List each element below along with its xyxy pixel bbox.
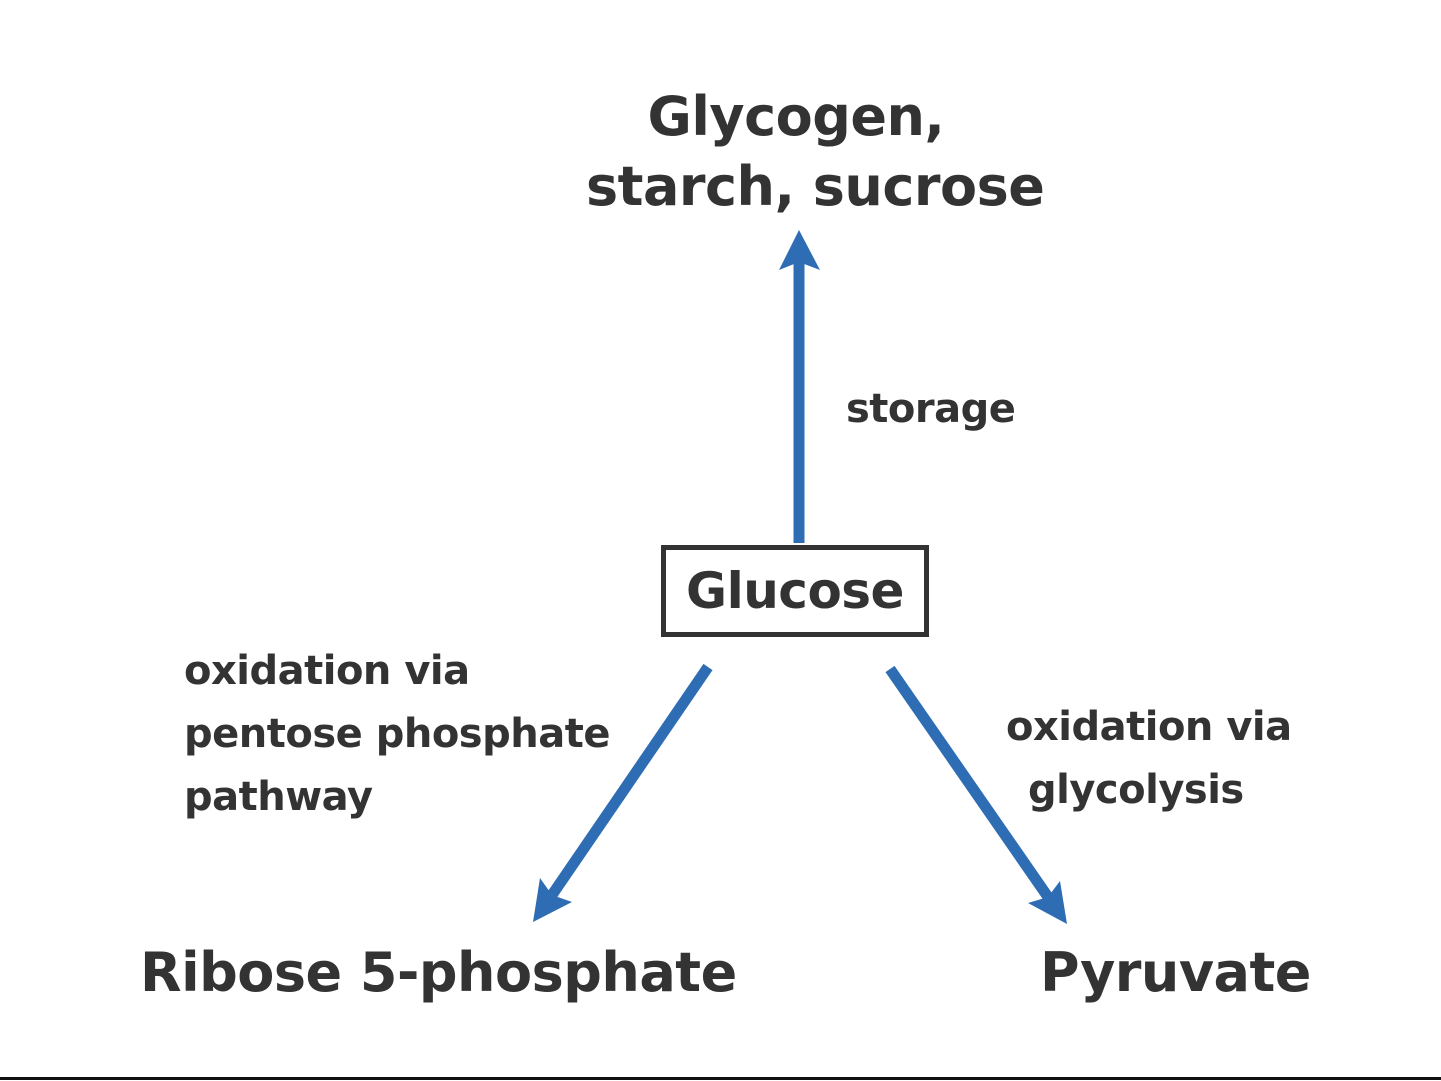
arrow-pentose-phosphate (533, 663, 713, 922)
product-ribose-5-phosphate: Ribose 5-phosphate (140, 941, 737, 1004)
edge-label-pentose-phosphate: oxidation via pentose phosphate pathway (184, 640, 610, 829)
arrow-glycolysis-head (1028, 881, 1067, 924)
edge-label-right-line-2: glycolysis (1028, 767, 1244, 813)
arrow-glycolysis-shaft (885, 665, 1053, 901)
bottom-border-line (0, 1077, 1441, 1080)
product-pyruvate: Pyruvate (1040, 941, 1311, 1004)
edge-label-storage-line-1: storage (846, 386, 1016, 432)
product-top-line-1: Glycogen, (647, 85, 945, 148)
edge-label-storage: storage (846, 384, 1016, 434)
edge-label-right-line-1: oxidation via (1006, 704, 1292, 750)
edge-label-left-line-3: pathway (184, 774, 373, 820)
arrow-storage-head (779, 230, 820, 270)
product-glycogen-starch-sucrose: Glycogen, starch, sucrose (586, 82, 1045, 222)
edge-label-glycolysis: oxidation via glycolysis (1006, 696, 1292, 822)
edge-label-left-line-2: pentose phosphate (184, 711, 610, 757)
arrow-pentose-phosphate-head (533, 878, 572, 922)
glucose-label: Glucose (686, 562, 904, 620)
product-top-line-2: starch, sucrose (586, 155, 1045, 218)
edge-label-left-line-1: oxidation via (184, 648, 470, 694)
arrow-glycolysis (885, 665, 1067, 924)
glucose-node: Glucose (661, 545, 929, 637)
arrow-storage (779, 230, 820, 543)
arrow-pentose-phosphate-shaft (547, 663, 713, 899)
